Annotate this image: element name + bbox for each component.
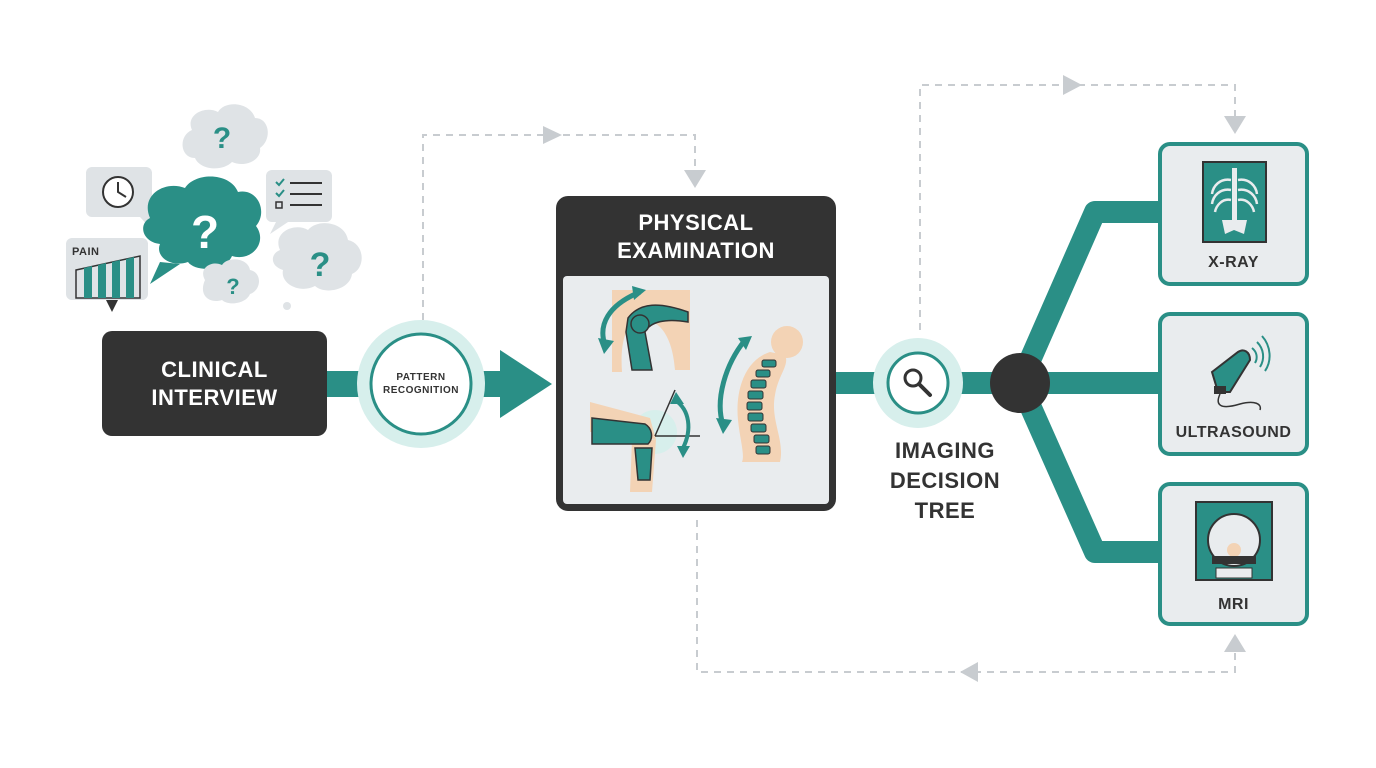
dashed-loop-top-left (422, 126, 706, 320)
dashed-arrowhead (543, 126, 562, 144)
svg-text:?: ? (213, 122, 231, 155)
checklist-icon (266, 170, 332, 234)
clinical-interview-label: CLINICAL INTERVIEW (151, 356, 278, 410)
clinical-interview-box (102, 331, 327, 436)
dashed-arrowhead (1224, 634, 1246, 652)
small-question-cloud-icon: ? (202, 259, 259, 304)
x-ray-film-icon (1202, 161, 1267, 243)
pattern-recognition-label: PATTERN RECOGNITION (382, 372, 460, 396)
dashed-arrowhead (960, 662, 978, 682)
x-ray-label: X-RAY (1208, 253, 1259, 271)
mri-scanner-icon (1195, 501, 1273, 581)
dashed-loop-bottom (696, 520, 1246, 682)
mri-box (1158, 482, 1309, 626)
flow-arrowhead (500, 350, 552, 418)
side-question-cloud-icon: ? (272, 223, 362, 310)
decision-hub (990, 353, 1050, 413)
dashed-arrowhead (684, 170, 706, 188)
dashed-arrowhead (1224, 116, 1246, 134)
magnifier-icon (903, 368, 932, 397)
imaging-search-node (873, 338, 963, 428)
decision-tree-branches (1009, 201, 1165, 563)
x-ray-box (1158, 142, 1309, 286)
question-cloud-icon: ? (182, 104, 268, 169)
svg-text:?: ? (191, 206, 219, 258)
pain-scale-label: PAIN (72, 245, 100, 258)
clock-icon (86, 167, 152, 230)
ultrasound-box (1158, 312, 1309, 456)
dashed-arrowhead (1063, 75, 1082, 95)
ultrasound-probe-icon (1210, 335, 1271, 411)
spine-icon (716, 326, 803, 462)
pain-scale-icon (66, 238, 148, 312)
dashed-loop-top-right (919, 75, 1246, 330)
svg-text:?: ? (226, 274, 239, 299)
mri-label: MRI (1218, 595, 1249, 613)
physical-examination-label: PHYSICAL EXAMINATION (617, 210, 775, 263)
ultrasound-label: ULTRASOUND (1175, 423, 1292, 441)
shoulder-joint-icon (598, 286, 690, 372)
imaging-decision-tree-label: IMAGING DECISION TREE (889, 438, 1001, 523)
pattern-recognition-node (357, 320, 485, 448)
main-question-cloud-icon: ? (143, 176, 262, 284)
svg-text:?: ? (310, 246, 331, 284)
knee-joint-icon (590, 389, 700, 492)
